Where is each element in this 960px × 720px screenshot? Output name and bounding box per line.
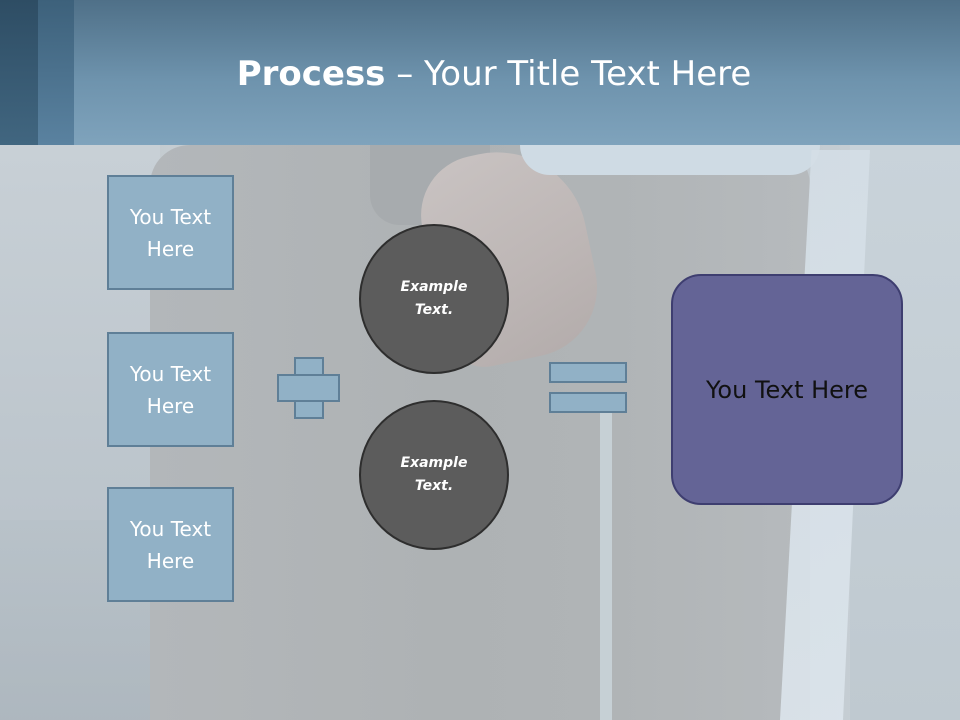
example-circle-1[interactable]: Example Text. xyxy=(359,224,509,374)
text-box-label: You Text Here xyxy=(129,516,212,573)
header-accent-dark xyxy=(0,0,38,145)
slide-title[interactable]: Process – Your Title Text Here xyxy=(74,52,914,96)
text-box-2[interactable]: You Text Here xyxy=(107,332,234,447)
title-rest: – Your Title Text Here xyxy=(385,54,752,94)
text-box-3[interactable]: You Text Here xyxy=(107,487,234,602)
circle-label: Example Text. xyxy=(400,279,468,318)
example-circle-2[interactable]: Example Text. xyxy=(359,400,509,550)
equals-bottom-bar xyxy=(549,392,627,413)
circle-label: Example Text. xyxy=(400,455,468,494)
title-bold: Process xyxy=(236,54,386,94)
equals-top-bar xyxy=(549,362,627,383)
plus-center xyxy=(296,376,322,400)
text-box-label: You Text Here xyxy=(129,204,212,261)
header-accent-mid xyxy=(38,0,74,145)
background-shirt xyxy=(520,145,820,175)
text-box-1[interactable]: You Text Here xyxy=(107,175,234,290)
result-box[interactable]: You Text Here xyxy=(671,274,903,505)
result-label: You Text Here xyxy=(705,375,869,404)
header-band xyxy=(0,0,960,145)
text-box-label: You Text Here xyxy=(129,361,212,418)
background-chair xyxy=(600,410,612,720)
